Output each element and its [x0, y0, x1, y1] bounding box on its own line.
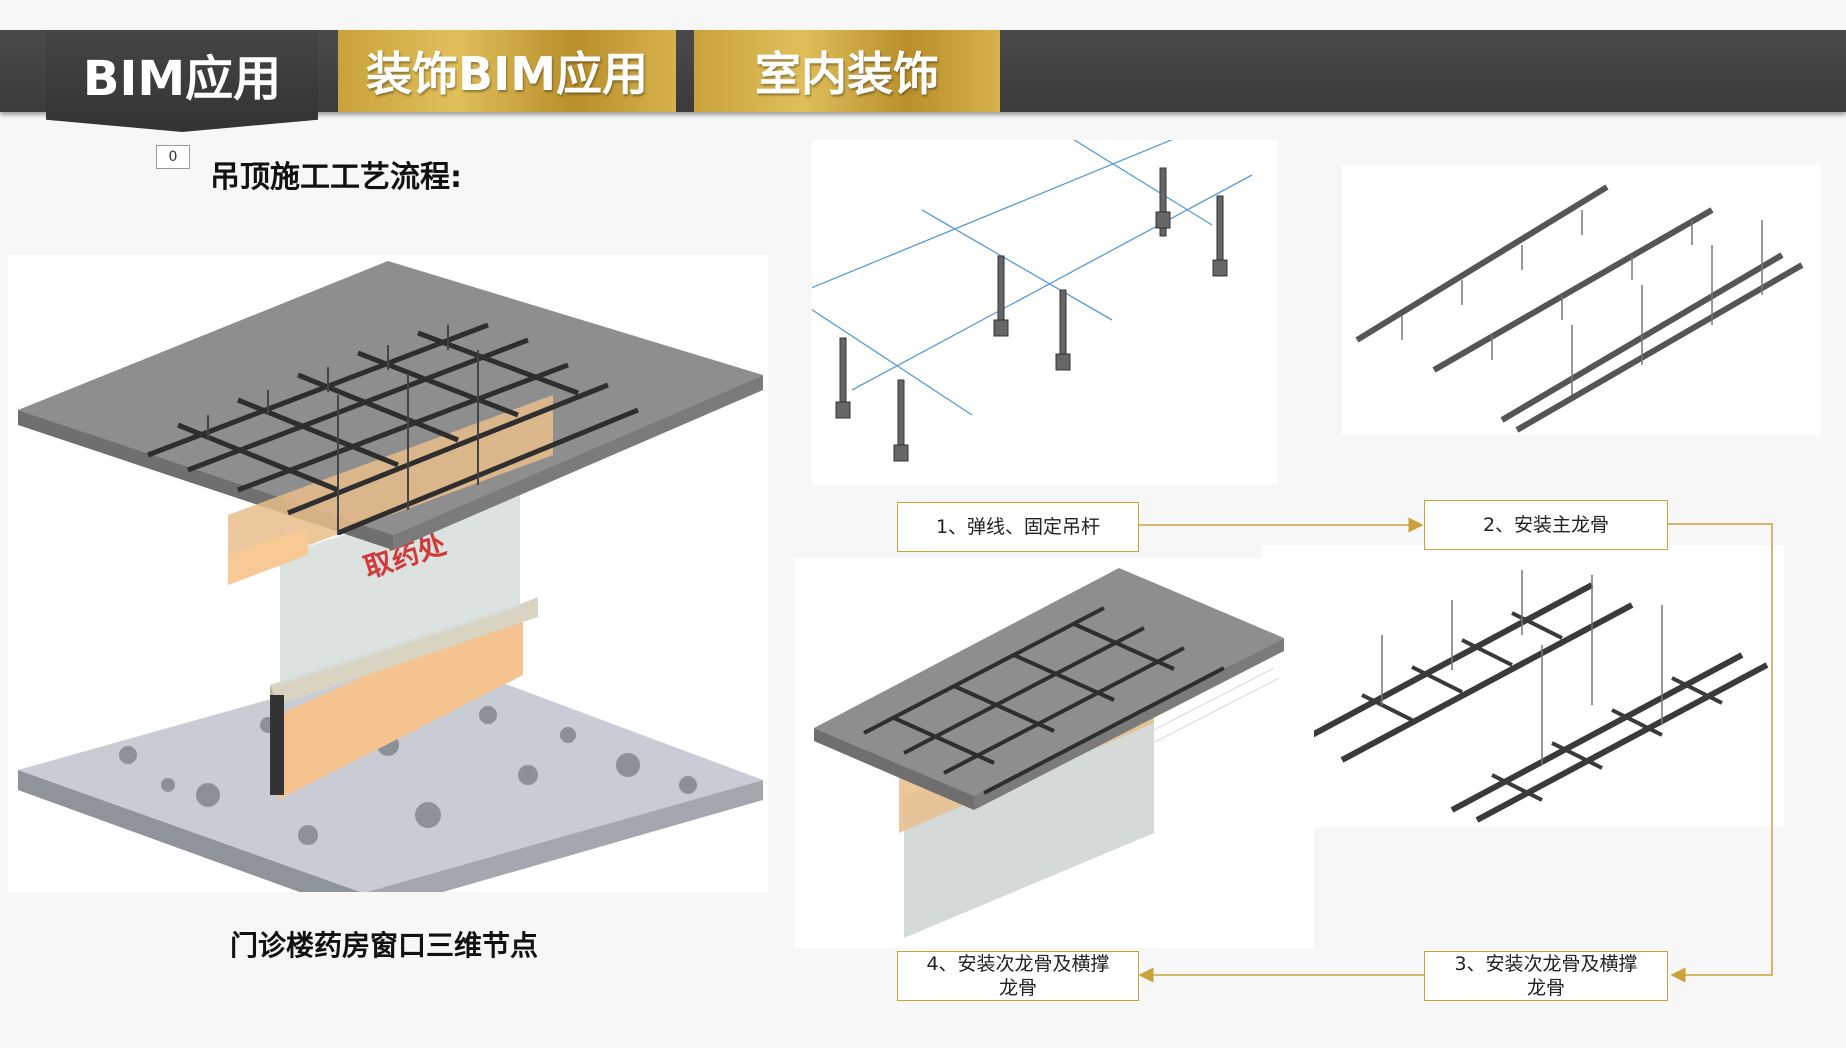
- step4-image-panel: [794, 558, 1314, 948]
- step1-label: 1、弹线、固定吊杆: [897, 502, 1139, 552]
- floor-slab: [18, 655, 763, 892]
- main-3d-model-panel: 取药处: [8, 255, 768, 892]
- step1-image-panel: [812, 140, 1278, 485]
- step3-image-panel: [1262, 545, 1784, 827]
- tab-bim-application[interactable]: BIM应用: [46, 30, 318, 132]
- hanger-rods-illustration: [812, 140, 1253, 462]
- step2-image-panel: [1342, 165, 1822, 435]
- step2-label: 2、安装主龙骨: [1424, 500, 1668, 550]
- page-title: 吊顶施工工艺流程:: [210, 160, 462, 195]
- pharmacy-window-3d-node: 取药处: [18, 261, 763, 892]
- counter-front: [278, 605, 523, 800]
- main-keel-illustration: [1355, 184, 1804, 433]
- slide-number: 0: [156, 145, 190, 169]
- glass-partition: [280, 480, 520, 685]
- model-caption: 门诊楼药房窗口三维节点: [230, 929, 539, 962]
- tab-interior-decoration[interactable]: 室内装饰: [694, 30, 1000, 112]
- ceiling-keels: [147, 322, 639, 536]
- tab-decoration-bim[interactable]: 装饰BIM应用: [338, 30, 676, 112]
- ceiling-slab: [18, 261, 763, 535]
- secondary-keel-illustration: [1310, 570, 1769, 823]
- step3-label: 3、安装次龙骨及横撑龙骨: [1424, 951, 1668, 1001]
- step4-label: 4、安装次龙骨及横撑龙骨: [897, 951, 1139, 1001]
- completed-ceiling-illustration: [814, 568, 1284, 938]
